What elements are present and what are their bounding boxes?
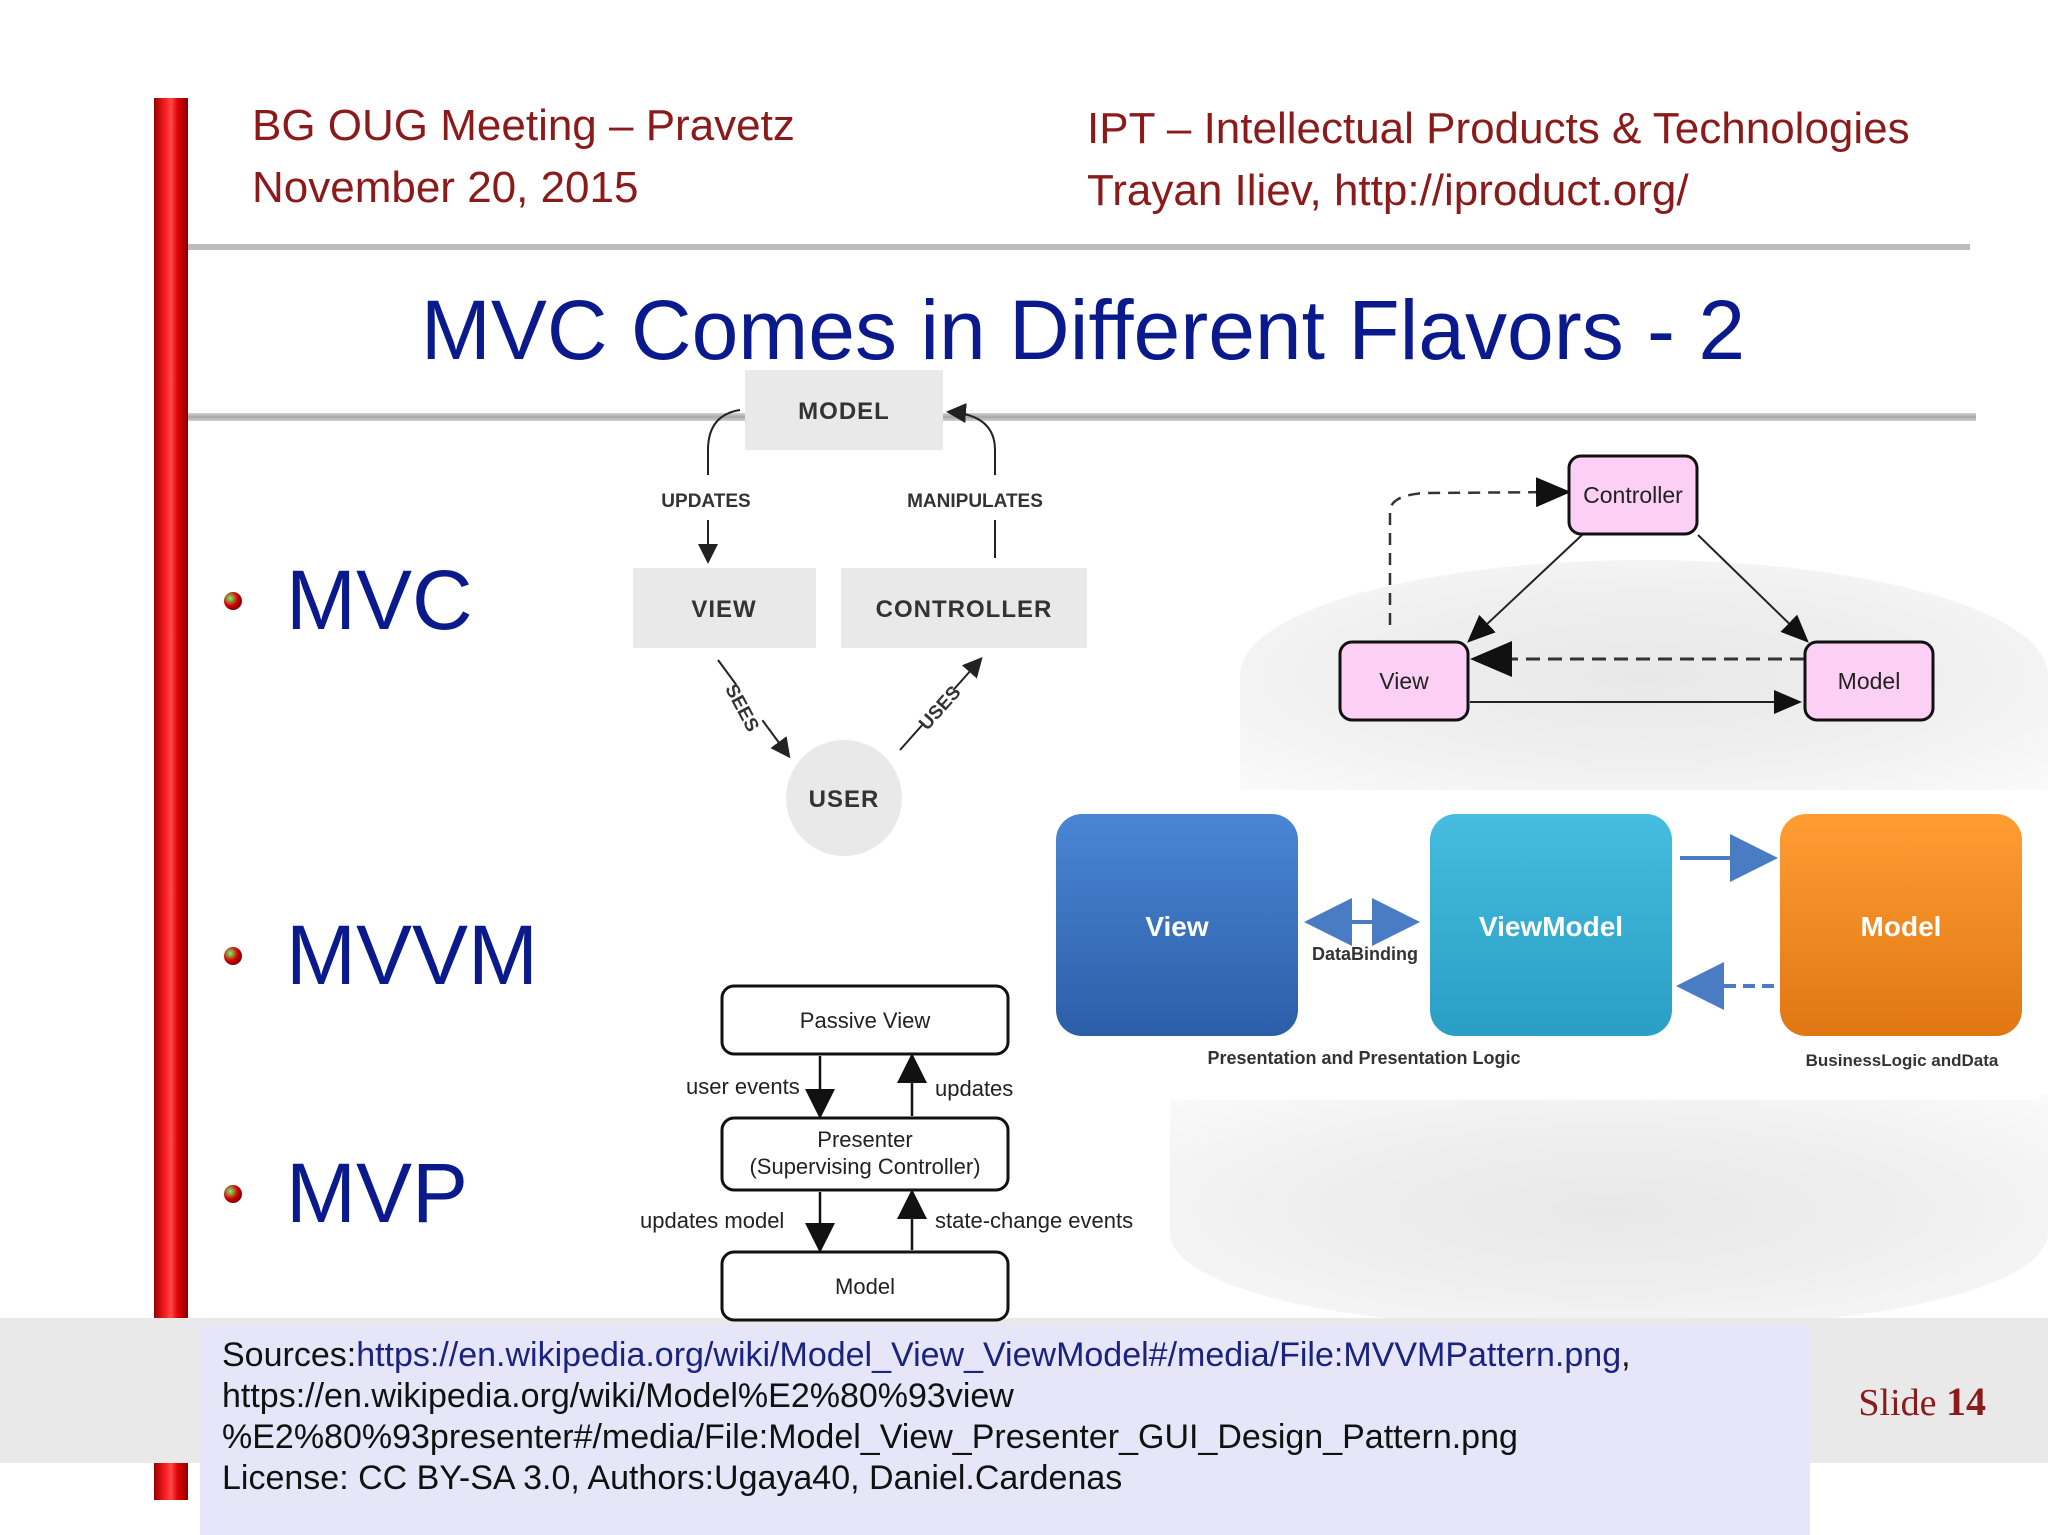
sources-link-suffix: , — [1621, 1336, 1631, 1374]
triangle-model-label: Model — [1838, 668, 1901, 694]
mvc-controller-box — [841, 568, 1087, 648]
header-left-line1: BG OUG Meeting – Pravetz — [252, 101, 795, 150]
bullet-mvvm: MVVM — [286, 908, 538, 1002]
mvp-user-events-label: user events — [686, 1074, 800, 1099]
triangle-controller-box — [1567, 454, 1699, 536]
mvp-presenter-label-line1: Presenter — [817, 1127, 912, 1152]
title-divider — [188, 413, 1976, 421]
mvvm-model-box — [1780, 814, 2022, 1036]
mvc-user-circle — [786, 740, 902, 856]
mvvm-view-box — [1056, 814, 1298, 1036]
mvp-state-change-label: state-change events — [935, 1208, 1133, 1233]
background-globe-bottom — [1170, 1095, 2048, 1325]
sources-line1: Sources:https://en.wikipedia.org/wiki/Mo… — [222, 1335, 1788, 1376]
header-divider — [188, 244, 1970, 250]
slide-number-value: 14 — [1946, 1379, 1986, 1424]
sources-line2[interactable]: https://en.wikipedia.org/wiki/Model%E2%8… — [222, 1377, 1014, 1415]
mvc-manipulates-label: MANIPULATES — [907, 491, 1043, 512]
mvvm-viewmodel-label: ViewModel — [1479, 911, 1623, 942]
bullet-icon — [224, 592, 242, 610]
mvc-updates-label: UPDATES — [661, 491, 750, 512]
mvp-updates-label: updates — [935, 1076, 1013, 1101]
mvp-presenter-label-line2: (Supervising Controller) — [749, 1154, 980, 1179]
mvc-model-label: MODEL — [798, 398, 890, 425]
triangle-view-box — [1338, 640, 1470, 722]
mvp-presenter-box — [720, 1116, 1010, 1192]
mvc-uses-label-bg — [908, 676, 972, 740]
triangle-view-to-controller-dashed — [1388, 477, 1571, 625]
mvc-updates-arrow — [707, 409, 741, 475]
slide-title: MVC Comes in Different Flavors - 2 — [420, 283, 1746, 377]
mvvm-databinding-label: DataBinding — [1312, 944, 1418, 964]
bullet-mvp: MVP — [286, 1146, 469, 1240]
triangle-model-box — [1803, 640, 1935, 722]
bullet-icon — [224, 947, 242, 965]
mvvm-viewmodel-box — [1430, 814, 1672, 1036]
triangle-controller-label: Controller — [1583, 482, 1683, 508]
mvc-model-box — [745, 370, 943, 450]
mvp-model-box — [720, 1250, 1010, 1322]
header-right-line2: Trayan Iliev, http://iproduct.org/ — [1087, 166, 1689, 215]
mvc-controller-label: CONTROLLER — [876, 596, 1053, 623]
mvc-user-label: USER — [809, 786, 880, 813]
mvc-sees-label-bg — [710, 676, 774, 740]
mvvm-presentation-caption: Presentation and Presentation Logic — [1207, 1048, 1520, 1068]
mvc-triangle-diagram: Controller View Model — [1338, 454, 1935, 722]
mvc-view-label: VIEW — [691, 596, 756, 623]
header-right-line1: IPT – Intellectual Products & Technologi… — [1087, 104, 1910, 153]
red-side-bar — [154, 98, 188, 1500]
mvp-model-label: Model — [835, 1274, 895, 1299]
bullet-mvc: MVC — [286, 553, 473, 647]
slide-number: Slide 14 — [1858, 1378, 1986, 1425]
mvvm-diagram: View ViewModel Model DataBinding Present… — [1040, 790, 2040, 1100]
sources-box: Sources:https://en.wikipedia.org/wiki/Mo… — [200, 1325, 1810, 1535]
triangle-controller-to-view — [1467, 534, 1583, 643]
sources-line4: License: CC BY-SA 3.0, Authors:Ugaya40, … — [222, 1459, 1123, 1497]
sources-link-mvvm[interactable]: https://en.wikipedia.org/wiki/Model_View… — [356, 1336, 1622, 1374]
mvvm-model-label: Model — [1861, 911, 1942, 942]
mvvm-view-label: View — [1145, 911, 1209, 942]
mvp-passive-view-box — [720, 984, 1010, 1056]
bullet-icon — [224, 1185, 242, 1203]
mvc-manipulates-arrow — [946, 403, 996, 475]
sources-line3[interactable]: %E2%80%93presenter#/media/File:Model_Vie… — [222, 1418, 1518, 1456]
sources-label: Sources: — [222, 1336, 357, 1374]
triangle-view-label: View — [1379, 668, 1429, 694]
mvp-updates-model-label: updates model — [640, 1208, 784, 1233]
mvp-diagram: Passive View Presenter (Supervising Cont… — [640, 984, 1133, 1322]
mvp-passive-view-label: Passive View — [800, 1008, 931, 1033]
slide-label: Slide — [1858, 1382, 1937, 1424]
header-left-line2: November 20, 2015 — [252, 163, 639, 212]
triangle-controller-to-model — [1697, 534, 1809, 643]
mvc-diagram: MODEL VIEW CONTROLLER USER UPDATES MANIP… — [633, 370, 1087, 856]
mvvm-business-caption: BusinessLogic andData — [1806, 1051, 1999, 1070]
mvc-view-box — [633, 568, 816, 648]
